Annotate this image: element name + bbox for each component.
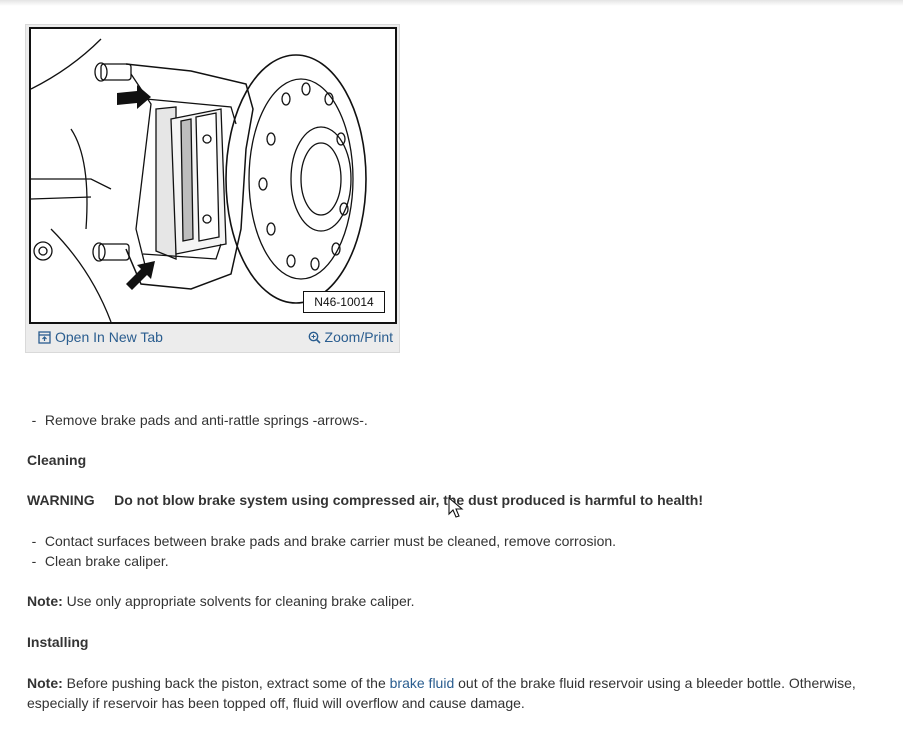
warning-line: WARNING Do not blow brake system using c…	[27, 490, 887, 510]
open-in-new-tab-link[interactable]: Open In New Tab	[38, 329, 163, 345]
note-label: Note:	[27, 593, 63, 609]
note-text-part1: Before pushing back the piston, extract …	[66, 675, 386, 691]
step-text: Clean brake caliper.	[44, 553, 169, 569]
zoom-print-label: Zoom/Print	[324, 329, 393, 345]
bullet-dash: -	[31, 412, 37, 428]
bullet-dash: -	[31, 553, 37, 569]
step-clean-caliper: - Clean brake caliper.	[27, 551, 887, 571]
open-new-tab-icon	[38, 330, 51, 344]
note-solvents: Note: Use only appropriate solvents for …	[27, 591, 887, 611]
figure-code-label: N46-10014	[303, 291, 385, 313]
open-in-new-tab-label: Open In New Tab	[55, 329, 163, 345]
heading-cleaning: Cleaning	[27, 452, 87, 468]
warning-text: Do not blow brake system using compresse…	[114, 492, 704, 508]
note-text: Use only appropriate solvents for cleani…	[66, 593, 415, 609]
brake-fluid-link[interactable]: brake fluid	[389, 675, 455, 691]
top-shadow	[0, 0, 903, 6]
zoom-print-link[interactable]: Zoom/Print	[308, 329, 393, 345]
note-piston-continued: especially if reservoir has been topped …	[27, 695, 525, 711]
step-text: Contact surfaces between brake pads and …	[44, 533, 617, 549]
warning-label: WARNING	[27, 492, 95, 508]
brake-diagram-svg	[31, 38, 367, 322]
magnifier-icon	[308, 331, 321, 344]
step-remove-pads: - Remove brake pads and anti-rattle spri…	[27, 410, 887, 430]
step-contact-surfaces: - Contact surfaces between brake pads an…	[27, 531, 887, 551]
note-piston: Note: Before pushing back the piston, ex…	[27, 673, 887, 693]
figure-actions: Open In New Tab Zoom/Print	[26, 325, 399, 352]
heading-installing: Installing	[27, 634, 89, 650]
mouse-pointer-icon	[448, 497, 464, 518]
note-label: Note:	[27, 675, 63, 691]
procedure-content: - Remove brake pads and anti-rattle spri…	[27, 410, 887, 713]
brake-pad-diagram[interactable]: N46-10014	[29, 27, 397, 324]
note-text-part2: out of the brake fluid reservoir using a…	[458, 675, 856, 691]
step-text: Remove brake pads and anti-rattle spring…	[44, 412, 368, 428]
bullet-dash: -	[31, 533, 37, 549]
figure-container: N46-10014 Open In New Tab Zoom/Print	[25, 24, 400, 353]
